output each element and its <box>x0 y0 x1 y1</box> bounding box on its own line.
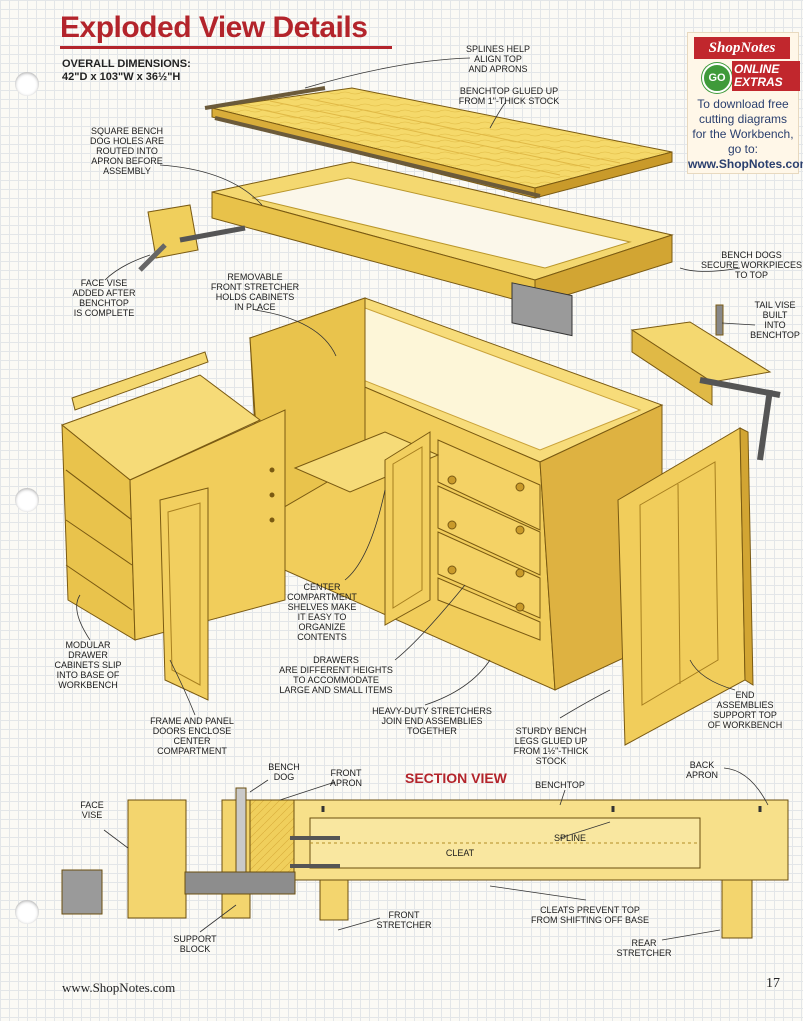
section-view <box>61 787 789 939</box>
section-label-support-block: SUPPORT BLOCK <box>173 934 217 954</box>
callout-tail-vise: TAIL VISE BUILT INTO BENCHTOP <box>750 300 800 340</box>
section-label-front-stretcher: FRONT STRETCHER <box>376 910 432 930</box>
overall-dimensions: OVERALL DIMENSIONS: 42"D x 103"W x 36½"H <box>62 58 191 84</box>
callout-face-vise: FACE VISE ADDED AFTER BENCHTOP IS COMPLE… <box>72 278 136 318</box>
overall-dimensions-value: 42"D x 103"W x 36½"H <box>62 71 181 83</box>
binder-hole-middle <box>15 488 39 512</box>
callout-benchtop-glued: BENCHTOP GLUED UP FROM 1"-THICK STOCK <box>458 86 560 106</box>
section-label-back-apron: BACK APRON <box>685 760 718 780</box>
callout-sturdy-legs: STURDY BENCH LEGS GLUED UP FROM 1½"-THIC… <box>513 726 589 766</box>
section-label-cleat: CLEAT <box>445 848 475 858</box>
face-vise <box>138 204 246 272</box>
shopnotes-online-extras: ShopNotes GO ONLINE EXTRAS To download f… <box>687 32 803 174</box>
tail-vise <box>630 304 781 461</box>
section-label-front-apron: FRONT APRON <box>329 768 362 788</box>
online-extras-label: ONLINE EXTRAS <box>732 61 800 91</box>
callout-end-assemblies: END ASSEMBLIES SUPPORT TOP OF WORKBENCH <box>707 690 783 730</box>
shopnotes-link[interactable]: www.ShopNotes.com <box>688 157 803 171</box>
apron-frame <box>211 161 674 337</box>
section-label-spline: SPLINE <box>553 833 586 843</box>
go-badge-icon: GO <box>702 63 732 93</box>
footer-url[interactable]: www.ShopNotes.com <box>62 980 176 995</box>
section-label-bench-dog: BENCH DOG <box>268 762 300 782</box>
section-label-rear-stretcher: REAR STRETCHER <box>616 938 672 958</box>
callout-drawers-heights: DRAWERS ARE DIFFERENT HEIGHTS TO ACCOMMO… <box>279 655 393 695</box>
section-view-title: SECTION VIEW <box>405 770 507 786</box>
left-drawer-cabinet <box>60 351 286 701</box>
section-label-benchtop: BENCHTOP <box>535 780 585 790</box>
section-label-cleats-prevent: CLEATS PREVENT TOP FROM SHIFTING OFF BAS… <box>530 905 649 925</box>
title-underline <box>60 46 392 49</box>
callout-square-dog-holes: SQUARE BENCH DOG HOLES ARE ROUTED INTO A… <box>89 126 165 176</box>
drawer-stack <box>437 439 541 641</box>
splines <box>204 86 541 198</box>
shopnotes-logo: ShopNotes <box>694 37 790 59</box>
binder-hole-bottom <box>15 900 39 924</box>
end-assembly <box>617 427 754 746</box>
binder-hole-top <box>15 72 39 96</box>
section-label-face-vise: FACE VISE <box>80 800 104 820</box>
callout-splines: SPLINES HELP ALIGN TOP AND APRONS <box>465 44 531 74</box>
download-text: To download free cutting diagrams for th… <box>692 97 794 156</box>
callout-heavy-duty-stretchers: HEAVY-DUTY STRETCHERS JOIN END ASSEMBLIE… <box>372 706 492 736</box>
overall-dimensions-heading: OVERALL DIMENSIONS: <box>62 58 191 70</box>
callout-bench-dogs: BENCH DOGS SECURE WORKPIECES TO TOP <box>700 250 803 280</box>
callout-removable-stretcher: REMOVABLE FRONT STRETCHER HOLDS CABINETS… <box>210 272 300 312</box>
base-cabinet <box>248 297 664 691</box>
page-number: 17 <box>766 976 780 991</box>
callout-modular-drawer: MODULAR DRAWER CABINETS SLIP INTO BASE O… <box>54 640 122 690</box>
page-title: Exploded View Details <box>60 11 368 44</box>
callout-frame-panel-doors: FRAME AND PANEL DOORS ENCLOSE CENTER COM… <box>150 716 234 756</box>
callout-leaders <box>76 57 769 941</box>
callout-center-shelves: CENTER COMPARTMENT SHELVES MAKE IT EASY … <box>287 582 357 642</box>
